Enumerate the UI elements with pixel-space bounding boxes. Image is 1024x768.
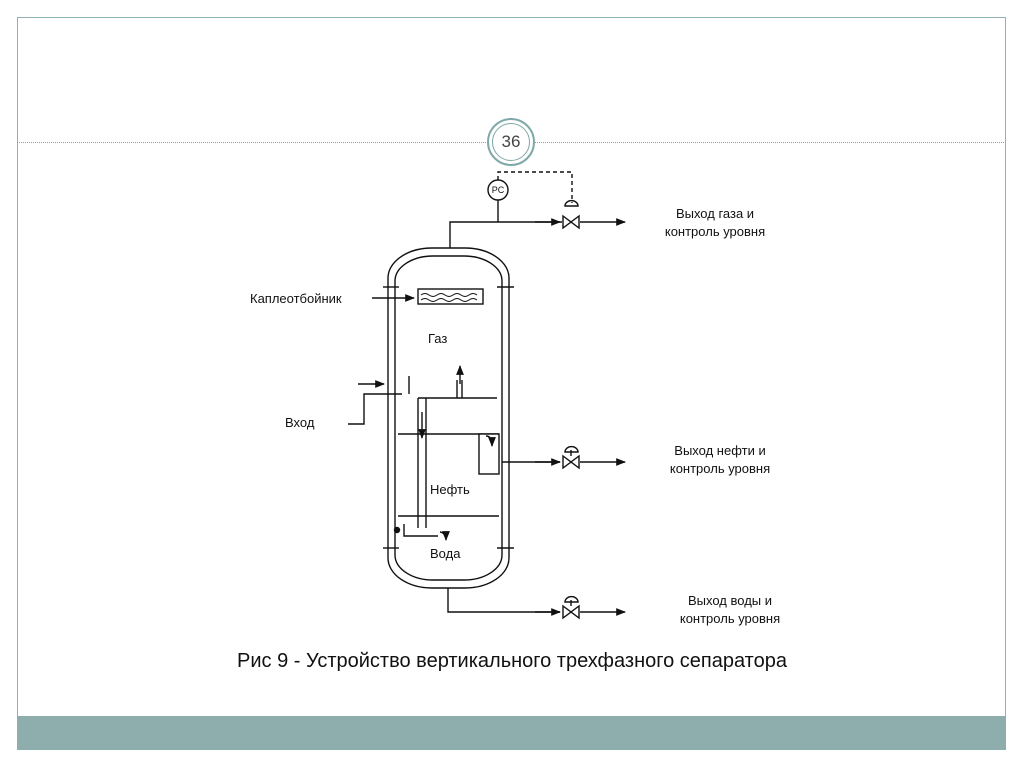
inlet-pipe: [348, 393, 402, 425]
water-outlet-line2: контроль уровня: [679, 611, 781, 626]
gas-zone-label: Газ: [428, 331, 448, 346]
gas-outlet-label: Выход газа и контроль уровня: [640, 205, 790, 241]
gas-outlet-line1: Выход газа и: [675, 206, 755, 221]
gas-outlet-line2: контроль уровня: [664, 224, 766, 239]
page-number: 36: [492, 123, 530, 161]
gas-valve-icon: [562, 214, 580, 230]
footer-bar: [17, 716, 1006, 750]
water-outlet-line1: Выход воды и: [687, 593, 773, 608]
oil-outlet-label: Выход нефти и контроль уровня: [645, 442, 795, 478]
oil-outlet-line1: Выход нефти и: [674, 443, 766, 458]
inlet-label: Вход: [285, 415, 315, 430]
page-number-badge: 36: [487, 118, 535, 166]
mist-extractor-label: Каплеотбойник: [250, 291, 342, 306]
water-valve-icon: [562, 604, 580, 620]
water-zone-label: Вода: [430, 546, 461, 561]
oil-valve-icon: [562, 454, 580, 470]
water-outlet-pipe: [447, 588, 560, 613]
vessel-inner-wall: [394, 255, 503, 581]
controller-label: PC: [491, 185, 505, 195]
oil-outlet-line2: контроль уровня: [669, 461, 771, 476]
figure-caption: Рис 9 - Устройство вертикального трехфаз…: [237, 650, 787, 672]
water-outlet-label: Выход воды и контроль уровня: [655, 592, 805, 628]
oil-zone-label: Нефть: [430, 482, 470, 497]
gas-outlet-pipe: [449, 221, 562, 248]
